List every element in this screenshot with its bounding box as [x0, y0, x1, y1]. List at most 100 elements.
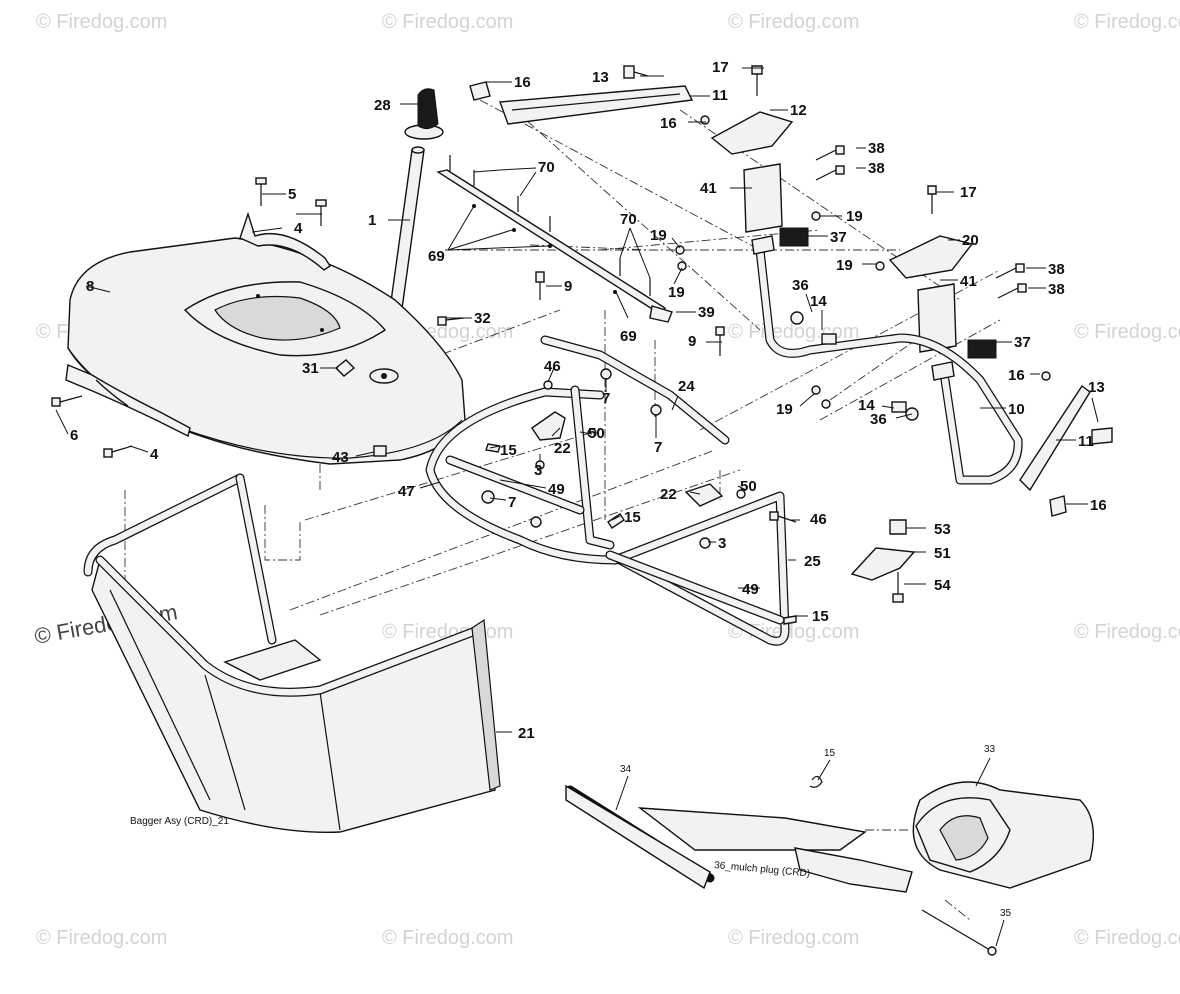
callout-38: 38 [868, 140, 885, 157]
callout-33: 33 [984, 744, 996, 755]
sub-caption: 36_mulch plug (CRD) [714, 860, 811, 879]
watermark: © Firedog.com [36, 11, 167, 33]
callout-12: 12 [790, 102, 807, 119]
callout-34: 34 [620, 764, 632, 775]
callout-11: 11 [1078, 433, 1094, 450]
callout-8: 8 [86, 278, 94, 295]
callout-3: 3 [534, 462, 542, 479]
callout-25: 25 [804, 553, 821, 570]
callout-4: 4 [150, 446, 159, 463]
callout-9: 9 [564, 278, 572, 295]
watermark: © Firedog.com [1074, 321, 1180, 343]
callout-19: 19 [668, 284, 685, 301]
watermark: © Firedog.com [1074, 11, 1180, 33]
callout-36: 36 [870, 411, 887, 428]
bag-rail-plate [436, 155, 673, 323]
pivot-bracket [850, 519, 916, 603]
watermark: © Firedog.com [1074, 927, 1180, 949]
watermark: © Firedog.com [382, 927, 513, 949]
grip-handle [404, 88, 444, 140]
callout-35: 35 [1000, 908, 1012, 919]
callout-19: 19 [846, 208, 863, 225]
callout-69: 69 [620, 328, 637, 345]
callout-38: 38 [1048, 281, 1065, 298]
callout-49: 49 [742, 581, 759, 598]
callout-22: 22 [554, 440, 571, 457]
callout-4: 4 [294, 220, 303, 237]
right-strap [1019, 384, 1113, 517]
callout-41: 41 [960, 273, 977, 290]
callout-38: 38 [868, 160, 885, 177]
mulch-plug [565, 775, 1095, 956]
brackets [531, 411, 724, 507]
callout-15: 15 [824, 748, 836, 759]
callout-19: 19 [836, 257, 853, 274]
side-bag-handle [65, 364, 191, 438]
callout-14: 14 [810, 293, 827, 310]
callout-14: 14 [858, 397, 875, 414]
watermark: © Firedog.com [728, 321, 859, 343]
top-bag-handle [239, 211, 331, 271]
callout-3: 3 [718, 535, 726, 552]
callout-15: 15 [624, 509, 641, 526]
callout-15: 15 [812, 608, 829, 625]
callout-16: 16 [1008, 367, 1025, 384]
callout-32: 32 [474, 310, 491, 327]
leader-lines [55, 67, 1099, 947]
watermark: © Firedog.com [382, 11, 513, 33]
callout-7: 7 [508, 494, 516, 511]
callout-49: 49 [548, 481, 565, 498]
callout-7: 7 [654, 439, 662, 456]
mount-blocks [675, 145, 1051, 409]
callout-11: 11 [712, 87, 728, 104]
callout-13: 13 [592, 69, 609, 86]
callout-17: 17 [960, 184, 977, 201]
diagram-caption: Bagger Asy (CRD)_21 [130, 816, 229, 827]
callout-70: 70 [620, 211, 637, 228]
callout-37: 37 [1014, 334, 1031, 351]
nuts [481, 271, 797, 625]
watermark: © Firedog.com [728, 11, 859, 33]
callout-19: 19 [650, 227, 667, 244]
callout-28: 28 [374, 97, 391, 114]
callout-16: 16 [660, 115, 677, 132]
callout-19: 19 [776, 401, 793, 418]
callout-53: 53 [934, 521, 951, 538]
callout-70: 70 [538, 159, 555, 176]
watermark-layer: © Firedog.com © Firedog.com © Firedog.co… [33, 11, 1180, 949]
callout-20: 20 [962, 232, 979, 249]
bag-support-frame [425, 385, 790, 646]
support-rod [540, 335, 730, 445]
watermark: © Firedog.com [36, 927, 167, 949]
mounting-arm [751, 235, 1023, 485]
callout-46: 46 [544, 358, 561, 375]
callout-54: 54 [934, 577, 951, 594]
callout-10: 10 [1008, 401, 1025, 418]
callout-13: 13 [1088, 379, 1105, 396]
callout-46: 46 [810, 511, 827, 528]
callout-1: 1 [368, 212, 376, 229]
watermark: © Firedog.com [1074, 621, 1180, 643]
callout-39: 39 [698, 304, 715, 321]
callout-51: 51 [934, 545, 951, 562]
callout-41: 41 [700, 180, 717, 197]
bag-top-cover [67, 237, 466, 465]
callout-16: 16 [514, 74, 531, 91]
callout-5: 5 [288, 186, 296, 203]
callout-17: 17 [712, 59, 729, 76]
fasteners [51, 177, 465, 458]
callout-24: 24 [678, 378, 695, 395]
callout-43: 43 [332, 449, 349, 466]
callout-69: 69 [428, 248, 445, 265]
callout-16: 16 [1090, 497, 1107, 514]
callout-22: 22 [660, 486, 677, 503]
callout-50: 50 [588, 425, 605, 442]
callout-6: 6 [70, 427, 78, 444]
callout-50: 50 [740, 478, 757, 495]
callout-9: 9 [688, 333, 696, 350]
grass-bag [83, 473, 501, 834]
upper-strap [469, 65, 710, 125]
callout-7: 7 [602, 390, 610, 407]
callout-21: 21 [518, 725, 535, 742]
